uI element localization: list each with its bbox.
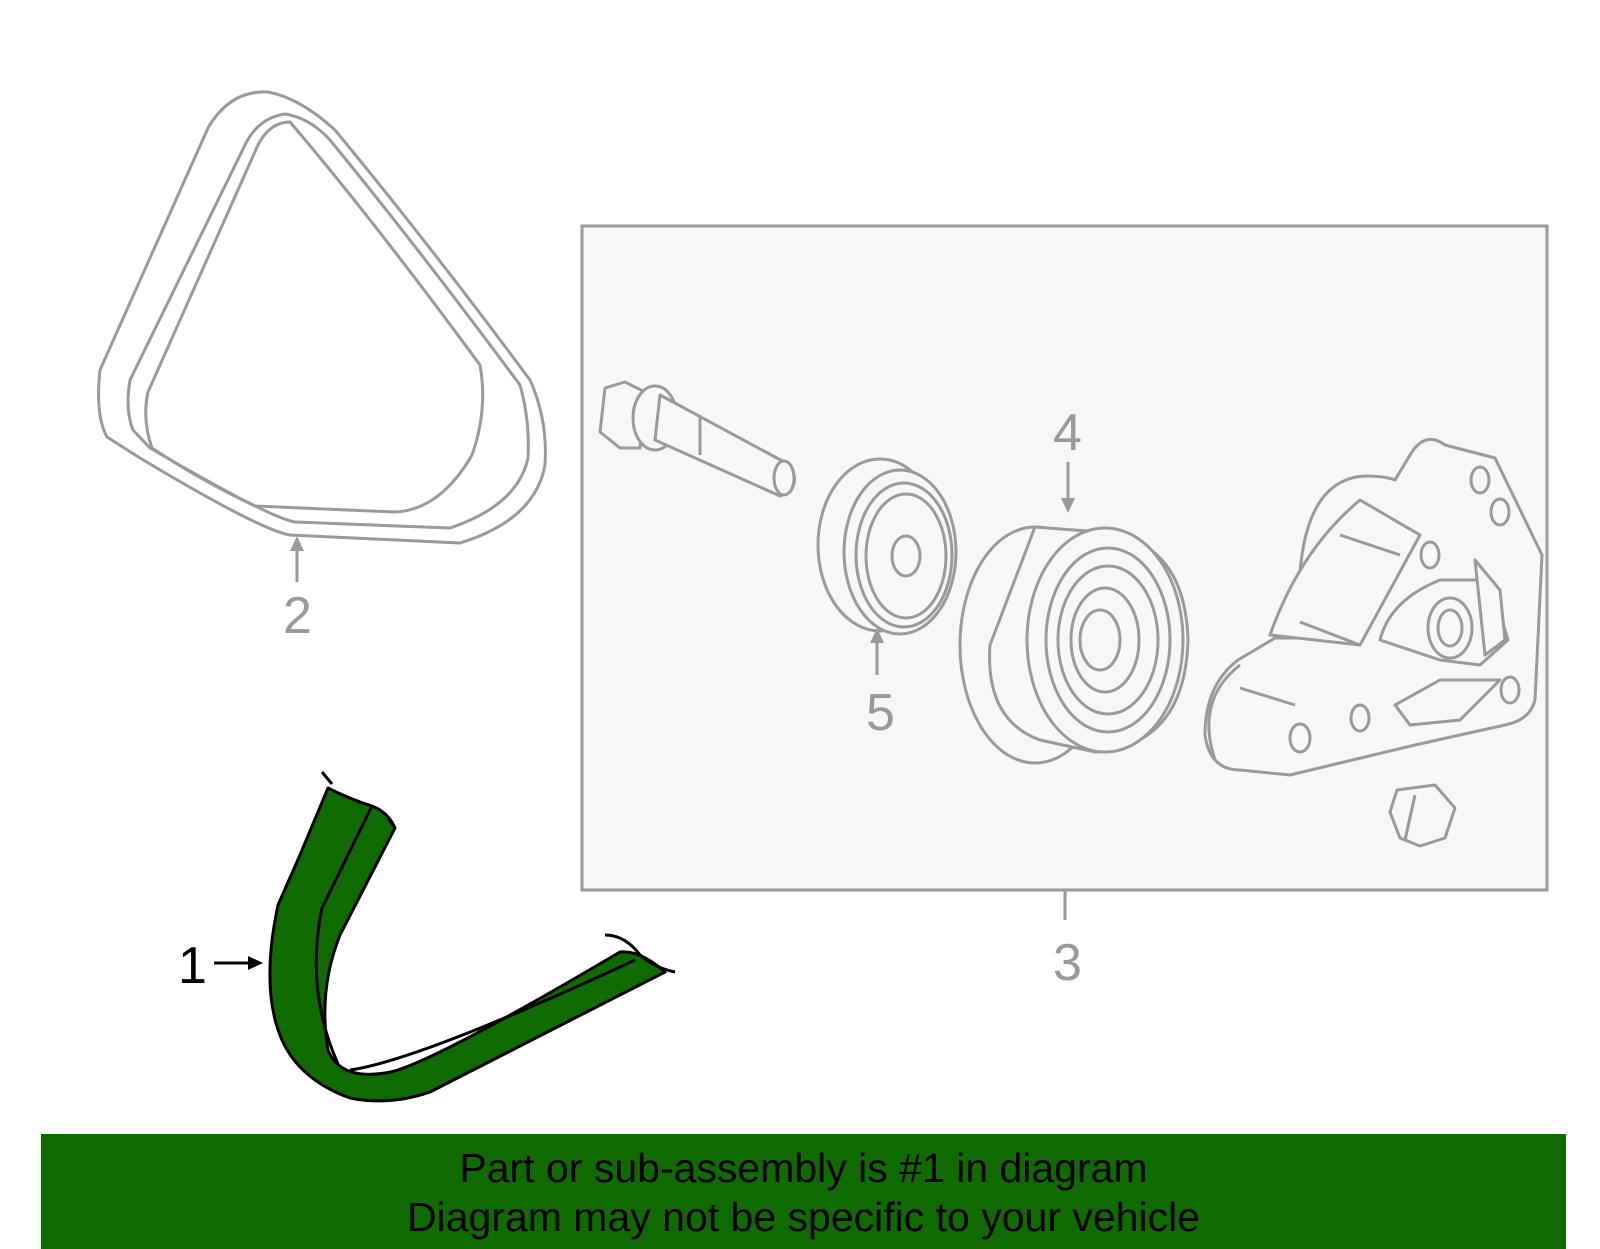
info-banner: Part or sub-assembly is #1 in diagram Di… xyxy=(41,1134,1566,1249)
callout-4: 4 xyxy=(1053,404,1082,462)
callout-3: 3 xyxy=(1053,934,1082,992)
leader-arrow-5 xyxy=(870,628,884,675)
callout-2: 2 xyxy=(283,587,312,645)
leader-arrow-2 xyxy=(290,536,304,582)
tensioner-body xyxy=(1203,437,1544,777)
idler-pulley-part-4[interactable] xyxy=(958,525,1190,765)
leader-arrow-1 xyxy=(214,956,263,970)
banner-line-2: Diagram may not be specific to your vehi… xyxy=(406,1194,1200,1240)
spacer-part-5[interactable] xyxy=(816,457,958,636)
callout-5: 5 xyxy=(866,684,895,742)
bolt xyxy=(598,380,796,498)
nut xyxy=(1388,783,1457,848)
banner-line-1: Part or sub-assembly is #1 in diagram xyxy=(459,1145,1148,1191)
callout-1: 1 xyxy=(178,937,207,995)
leader-arrow-4 xyxy=(1061,462,1075,513)
drive-belt-part-1[interactable] xyxy=(268,771,676,1103)
serpentine-belt-part-2[interactable] xyxy=(97,90,547,545)
